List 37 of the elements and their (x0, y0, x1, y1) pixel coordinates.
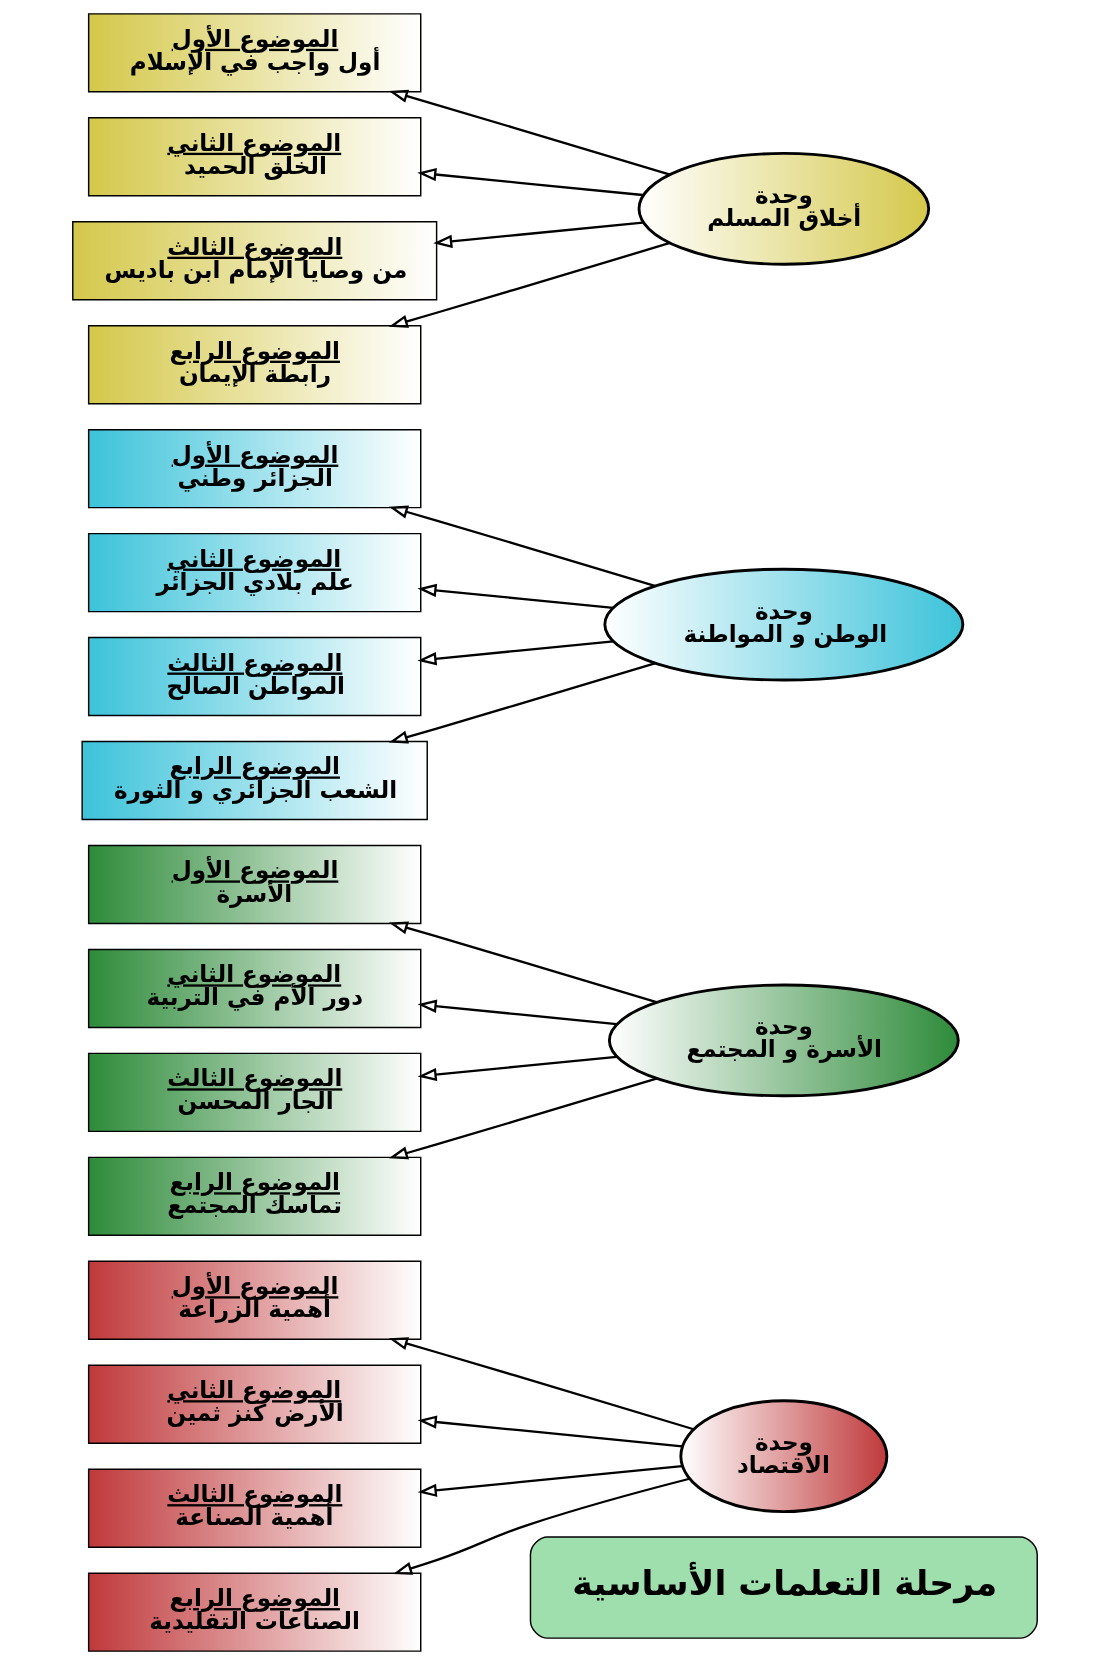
node-box: الموضوع الثاني الأرض كنز ثمين (87, 1364, 422, 1444)
node-box: الموضوع الثاني دور الأم في التربية (87, 948, 422, 1029)
node-box: الموضوع الأول الأسرة (87, 844, 422, 925)
node-box: الموضوع الأول أهمية الزراعة (87, 1260, 422, 1340)
node-box: الموضوع الثالث من وصايا الإمام ابن باديس (72, 221, 438, 301)
arrow (388, 241, 671, 328)
arrow (388, 921, 658, 1004)
node-box: الموضوع الثالث الجار المحسن (87, 1052, 422, 1133)
arrow (388, 1337, 694, 1431)
node-ellipse: وحدة الوطن و المواطنة (603, 567, 965, 682)
arrow (417, 167, 643, 197)
arrow (388, 505, 656, 588)
arrow (417, 1415, 683, 1448)
node-box: الموضوع الثالث المواطن الصالح (87, 636, 422, 717)
node-box: الموضوع الثالث أهمية الصناعة (87, 1468, 422, 1548)
node-box: الموضوع الثاني الخلق الحميد (87, 117, 422, 197)
node-box: الموضوع الرابع الصناعات التقليدية (87, 1572, 422, 1652)
node-box: الموضوع الأول أول واجب في الإسلام (87, 13, 422, 93)
arrow (417, 583, 614, 610)
arrow (388, 662, 656, 744)
node-box: الموضوع الرابع رابطة الإيمان (87, 325, 422, 405)
node-box: الموضوع الأول الجزائر وطني (87, 428, 422, 509)
arrow (393, 1477, 690, 1575)
arrow (388, 1077, 658, 1160)
node-ellipse: وحدة الاقتصاد (679, 1399, 889, 1514)
arrow (417, 999, 617, 1026)
arrow (417, 1464, 683, 1497)
node-box: الموضوع الرابع الشعب الجزائري و الثورة (81, 740, 428, 821)
arrow (417, 1055, 617, 1082)
node-ellipse: وحدة الأسرة و المجتمع (607, 983, 960, 1098)
arrow (433, 221, 643, 249)
node-box: مرحلة التعلمات الأساسية (529, 1536, 1038, 1639)
node-box: الموضوع الرابع تماسك المجتمع (87, 1156, 422, 1237)
node-ellipse: وحدة أخلاق المسلم (637, 151, 931, 266)
node-box: الموضوع الثاني علم بلادي الجزائر (87, 532, 422, 613)
arrow (388, 89, 671, 176)
arrow (417, 640, 614, 666)
